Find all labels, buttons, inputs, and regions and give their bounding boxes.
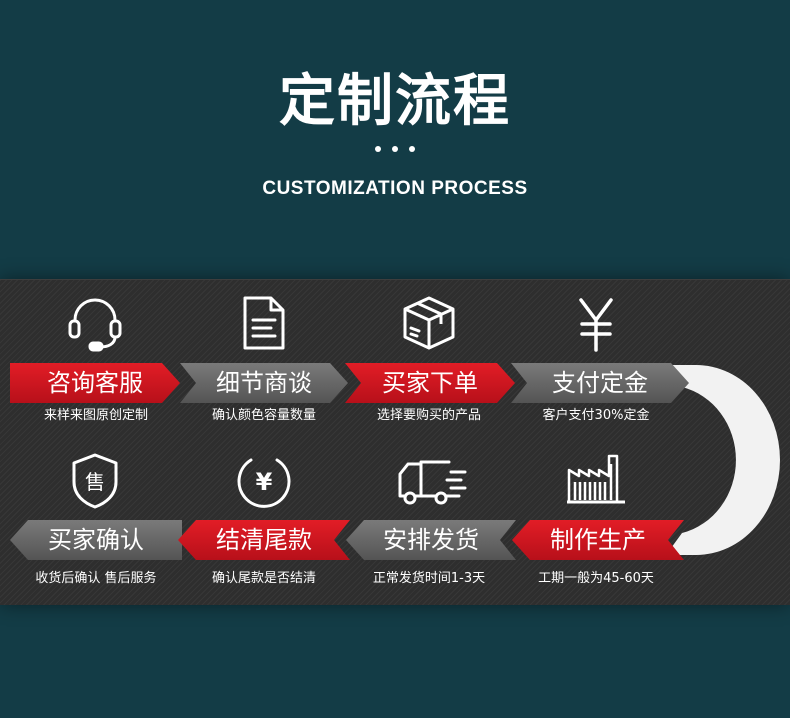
page-subtitle: CUSTOMIZATION PROCESS <box>262 178 528 199</box>
step-label-order: 买家下单 <box>345 363 515 403</box>
yen-circle-icon: ¥ <box>237 458 291 508</box>
step-desc-confirm: 收货后确认 售后服务 <box>35 571 157 586</box>
yen-icon <box>579 298 613 352</box>
loop-arrow <box>666 365 780 555</box>
step-label-deposit: 支付定金 <box>511 363 689 403</box>
step-label-produce: 制作生产 <box>512 520 684 560</box>
step-desc-order: 选择要购买的产品 <box>376 408 481 423</box>
page-title: 定制流程 <box>279 69 511 134</box>
step-desc-produce: 工期一般为45-60天 <box>538 571 654 586</box>
headset-icon <box>68 298 122 352</box>
step-desc-ship: 正常发货时间1-3天 <box>372 571 486 586</box>
step-desc-negotiate: 确认颜色容量数量 <box>211 408 316 423</box>
step-label-negotiate: 细节商谈 <box>180 363 348 403</box>
step-label-consult: 咨询客服 <box>10 363 180 403</box>
svg-text:售: 售 <box>85 470 105 494</box>
step-label-settle: 结清尾款 <box>178 520 350 560</box>
package-icon <box>403 296 455 350</box>
document-icon <box>243 296 285 350</box>
dots-divider <box>0 146 790 152</box>
step-desc-settle: 确认尾款是否结清 <box>211 571 316 586</box>
svg-text:¥: ¥ <box>256 468 273 496</box>
factory-icon <box>567 454 625 504</box>
step-label-ship: 安排发货 <box>346 520 516 560</box>
step-desc-deposit: 客户支付30%定金 <box>542 408 650 423</box>
step-desc-consult: 来样来图原创定制 <box>43 408 148 423</box>
shield-icon: 售 <box>72 453 118 509</box>
truck-icon <box>398 460 467 505</box>
step-label-confirm: 买家确认 <box>10 520 182 560</box>
